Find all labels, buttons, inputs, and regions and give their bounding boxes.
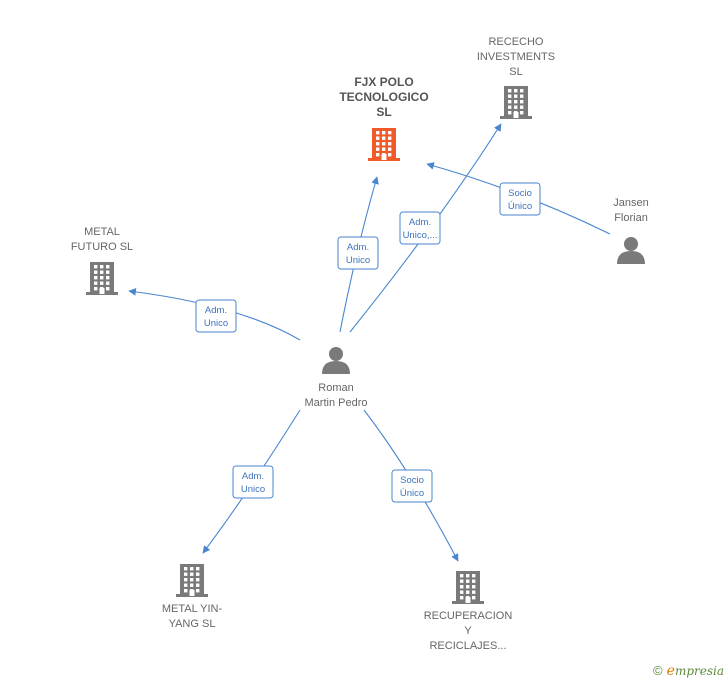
- edge-label-box[interactable]: [399, 211, 441, 245]
- empresia-brand[interactable]: ©empresia: [653, 663, 724, 679]
- node-label: RECICLAJES...: [429, 640, 506, 652]
- edge-roman-rececho: Adm. Unico,...: [349, 123, 502, 333]
- edge-roman-yin_yang: Adm. Unico: [202, 409, 301, 554]
- node-label: Y: [464, 625, 472, 637]
- node-metal_futuro[interactable]: METAL FUTURO SL: [71, 226, 133, 295]
- node-label: METAL YIN-: [162, 603, 223, 615]
- edge-label-box[interactable]: [195, 299, 237, 333]
- edge-label-text: Socio: [400, 475, 424, 486]
- node-label: RECECHO: [488, 36, 543, 48]
- building-icon: [368, 128, 400, 161]
- edge-label-box[interactable]: [232, 465, 274, 499]
- edge-label-box[interactable]: [391, 469, 433, 503]
- node-label: INVESTMENTS: [477, 51, 555, 63]
- node-label: TECNOLOGICO: [339, 90, 428, 104]
- node-rececho[interactable]: RECECHO INVESTMENTS SL: [477, 36, 555, 119]
- node-label: YANG SL: [169, 618, 216, 630]
- node-label: SL: [376, 105, 391, 119]
- edge-label-text: Adm.: [347, 242, 369, 253]
- edge-label-box[interactable]: [337, 236, 379, 270]
- edge-label-text: Socio: [508, 188, 532, 199]
- copyright-symbol: ©: [653, 663, 663, 678]
- edge-roman-metal_futuro: Adm. Unico: [128, 288, 301, 341]
- node-label: RECUPERACION: [424, 610, 513, 622]
- edge-label-box[interactable]: [499, 182, 541, 216]
- brand-initial: e: [666, 663, 675, 679]
- node-label: Florian: [614, 212, 648, 224]
- building-icon: [176, 564, 208, 597]
- edge-label-text: Único: [508, 201, 532, 212]
- node-label: Roman: [318, 382, 353, 394]
- node-label: METAL: [84, 226, 120, 238]
- person-icon: [617, 237, 645, 264]
- building-icon: [86, 262, 118, 295]
- edge-label-text: Adm.: [409, 217, 431, 228]
- node-label: SL: [509, 66, 522, 78]
- person-icon: [322, 347, 350, 374]
- node-label: FJX POLO: [354, 75, 413, 89]
- brand-name: mpresia: [674, 664, 724, 678]
- edge-label-text: Unico,...: [403, 230, 438, 241]
- node-yin_yang[interactable]: METAL YIN- YANG SL: [162, 564, 223, 630]
- edge-label-text: Adm.: [205, 305, 227, 316]
- edge-label-text: Unico: [204, 318, 228, 329]
- edge-label-text: Único: [400, 488, 424, 499]
- edge-label-text: Unico: [346, 255, 370, 266]
- node-label: FUTURO SL: [71, 241, 133, 253]
- node-label: Jansen: [613, 197, 648, 209]
- building-icon: [452, 571, 484, 604]
- node-recuperacion[interactable]: RECUPERACION Y RECICLAJES...: [424, 571, 513, 652]
- building-icon: [500, 86, 532, 119]
- edge-label-text: Adm.: [242, 471, 264, 482]
- edge-label-text: Unico: [241, 484, 265, 495]
- node-label: Martin Pedro: [305, 397, 368, 409]
- edge-roman-fjx: Adm. Unico: [337, 176, 379, 333]
